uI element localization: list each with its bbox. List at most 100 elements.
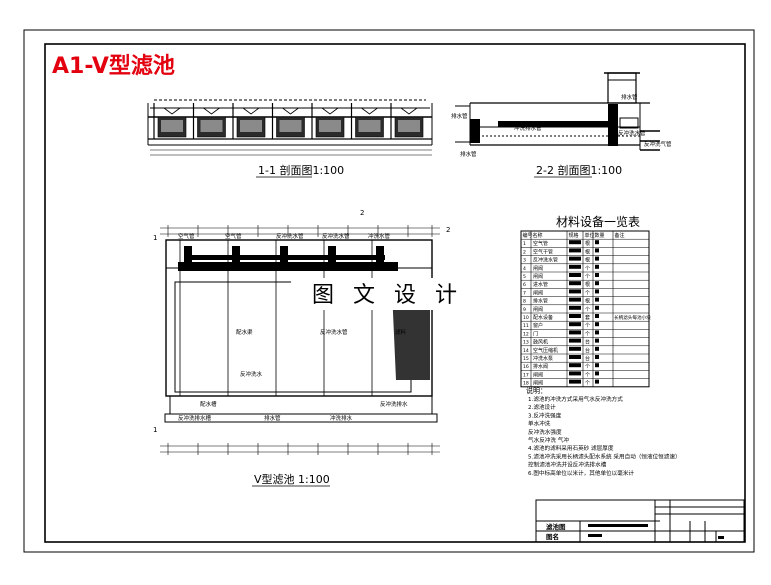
table-row: 18 闸阀 个 bbox=[523, 379, 599, 387]
table-header-cell: 编号 bbox=[523, 232, 533, 239]
table-row: 11 窗户 个 bbox=[523, 322, 599, 329]
svg-text:1: 1 bbox=[153, 426, 157, 434]
svg-text:9: 9 bbox=[523, 307, 526, 313]
svg-text:台: 台 bbox=[585, 339, 590, 346]
svg-text:7: 7 bbox=[523, 290, 526, 296]
svg-text:空气压缩机: 空气压缩机 bbox=[533, 347, 558, 354]
svg-text:个: 个 bbox=[585, 323, 590, 329]
note-line: 4.滤池的滤料采用石英砂 滤层厚度 bbox=[528, 444, 614, 452]
table-header-cell: 规格 bbox=[569, 232, 579, 239]
svg-text:10: 10 bbox=[523, 315, 529, 321]
svg-text:反冲洗水管: 反冲洗水管 bbox=[533, 257, 558, 264]
svg-text:反冲洗水管: 反冲洗水管 bbox=[618, 129, 646, 137]
svg-text:12: 12 bbox=[523, 331, 529, 337]
note-line: 3.反冲洗强度 bbox=[528, 411, 562, 419]
svg-text:冲洗排水: 冲洗排水 bbox=[330, 414, 353, 422]
svg-text:4: 4 bbox=[523, 266, 526, 272]
svg-text:反冲洗水: 反冲洗水 bbox=[240, 370, 263, 378]
table-row: 5 闸阀 个 bbox=[523, 273, 599, 280]
svg-text:配水槽: 配水槽 bbox=[200, 400, 217, 408]
svg-text:根: 根 bbox=[585, 248, 590, 255]
svg-text:8: 8 bbox=[523, 299, 526, 305]
table-row: 2 空气干管 根 bbox=[523, 248, 599, 255]
plan-view-drawing: 1 1 2 2 bbox=[153, 209, 450, 455]
svg-text:台: 台 bbox=[585, 355, 590, 362]
svg-text:闸阀: 闸阀 bbox=[533, 306, 543, 313]
svg-text:反冲洗水管: 反冲洗水管 bbox=[322, 232, 350, 240]
svg-text:2: 2 bbox=[523, 249, 526, 255]
note-line: 单水冲洗 bbox=[528, 420, 551, 428]
svg-text:排水管: 排水管 bbox=[621, 93, 638, 101]
svg-text:台: 台 bbox=[585, 347, 590, 354]
svg-text:进水管: 进水管 bbox=[533, 281, 548, 288]
svg-text:2: 2 bbox=[360, 209, 364, 217]
svg-text:冲洗水管: 冲洗水管 bbox=[368, 232, 391, 240]
svg-text:17: 17 bbox=[523, 372, 529, 378]
svg-text:个: 个 bbox=[585, 331, 590, 337]
plan-view-caption: V型滤池 1:100 bbox=[254, 472, 330, 486]
svg-text:18: 18 bbox=[523, 381, 529, 387]
svg-text:个: 个 bbox=[585, 364, 590, 370]
svg-text:排水管: 排水管 bbox=[264, 414, 281, 422]
materials-table-title: 材料设备一览表 bbox=[556, 214, 640, 229]
svg-text:空气管: 空气管 bbox=[178, 232, 195, 240]
svg-text:个: 个 bbox=[585, 381, 590, 387]
table-header-cell: 名称 bbox=[533, 232, 543, 239]
svg-text:空气管: 空气管 bbox=[225, 232, 242, 240]
table-row: 7 闸阀 个 bbox=[523, 289, 599, 296]
svg-text:3: 3 bbox=[523, 258, 526, 264]
watermark-text: 图 文 设 计 bbox=[312, 283, 463, 308]
svg-text:15: 15 bbox=[523, 356, 529, 362]
svg-text:窗户: 窗户 bbox=[533, 322, 543, 329]
svg-text:排水管: 排水管 bbox=[533, 298, 548, 305]
svg-text:个: 个 bbox=[585, 290, 590, 296]
watermark: 图 文 设 计 bbox=[291, 278, 484, 310]
svg-text:排水管: 排水管 bbox=[460, 150, 477, 158]
svg-text:长柄滤头每池小块: 长柄滤头每池小块 bbox=[614, 314, 651, 321]
svg-text:配水渠: 配水渠 bbox=[236, 328, 253, 336]
note-line: 2.滤池设计 bbox=[528, 403, 556, 411]
svg-text:排水管: 排水管 bbox=[451, 112, 468, 120]
section-2-2-labels: 排水管 冲洗排水管 反冲洗水管 排水管 反冲洗气管 排水管 bbox=[451, 93, 672, 158]
svg-text:1: 1 bbox=[523, 241, 526, 247]
table-row: 15 冲洗水泵 台 bbox=[523, 355, 599, 362]
svg-text:14: 14 bbox=[523, 348, 529, 354]
sheet-title: A1-V型滤池 bbox=[52, 54, 175, 79]
svg-text:反冲洗排水槽: 反冲洗排水槽 bbox=[178, 414, 212, 422]
svg-text:11: 11 bbox=[523, 323, 529, 329]
plan-view-labels: 空气管 空气管 反冲洗水管 反冲洗水管 冲洗水管 配水渠 反冲洗水 反冲洗水管 … bbox=[178, 232, 408, 422]
svg-text:冲洗水泵: 冲洗水泵 bbox=[533, 355, 553, 362]
svg-text:闸阀: 闸阀 bbox=[533, 273, 543, 280]
svg-text:闸阀: 闸阀 bbox=[533, 380, 543, 387]
outer-frame bbox=[23, 29, 755, 553]
svg-text:个: 个 bbox=[585, 274, 590, 280]
svg-text:根: 根 bbox=[585, 281, 590, 288]
notes-heading: 说明： bbox=[526, 386, 547, 395]
svg-text:2: 2 bbox=[446, 226, 450, 234]
svg-text:空气干管: 空气干管 bbox=[533, 248, 553, 255]
svg-text:5: 5 bbox=[523, 274, 526, 280]
svg-text:个: 个 bbox=[585, 266, 590, 272]
svg-text:闸阀: 闸阀 bbox=[533, 265, 543, 272]
title-block: 滤池图 图名 bbox=[535, 499, 745, 543]
svg-text:冲洗排水管: 冲洗排水管 bbox=[514, 124, 542, 132]
svg-text:个: 个 bbox=[585, 372, 590, 378]
svg-text:排水阀: 排水阀 bbox=[533, 363, 548, 370]
note-line: 1.滤池的冲洗方式采用气水反冲洗方式 bbox=[528, 395, 623, 403]
svg-text:反冲洗水管: 反冲洗水管 bbox=[320, 328, 348, 336]
table-header-cell: 备注 bbox=[615, 232, 625, 239]
svg-text:闸阀: 闸阀 bbox=[533, 289, 543, 296]
svg-text:空气管: 空气管 bbox=[533, 240, 548, 247]
note-line: 反冲洗水强度 bbox=[528, 428, 562, 436]
svg-text:反冲洗气管: 反冲洗气管 bbox=[644, 140, 672, 148]
note-line: 5.滤池冲洗采用长柄滤头配水系统 采用自动（恒液位恒滤速） bbox=[528, 452, 681, 460]
svg-text:13: 13 bbox=[523, 340, 529, 346]
